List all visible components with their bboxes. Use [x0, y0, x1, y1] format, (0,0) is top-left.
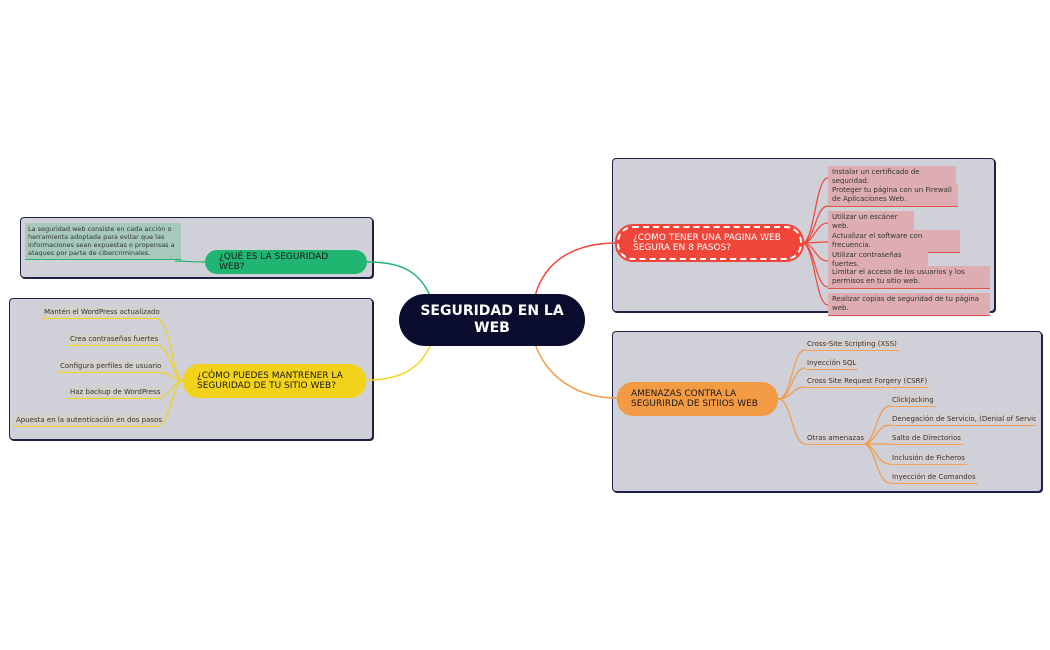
- definition-text[interactable]: La seguridad web consiste en cada acción…: [25, 223, 181, 260]
- topic-amenazas[interactable]: AMENAZAS CONTRA LA SEGURIRDA DE SITIIOS …: [617, 382, 778, 416]
- list-item[interactable]: Inyección SQL: [805, 358, 859, 370]
- list-item[interactable]: Cross Site Request Forgery (CSRF): [805, 376, 930, 388]
- topic-como-mantener[interactable]: ¿CÓMO PUEDES MANTRENER LA SEGURIDAD DE T…: [183, 364, 366, 398]
- list-item[interactable]: Configura perfiles de usuario: [58, 361, 164, 373]
- topic-como-tener[interactable]: ¿COMO TENER UNA PAGINA WEB SEGURA EN 8 P…: [615, 224, 804, 262]
- list-item[interactable]: Limitar el acceso de los usuarios y los …: [828, 266, 990, 289]
- list-item[interactable]: Apuesta en la autenticación en dos pasos: [14, 415, 162, 427]
- list-item[interactable]: Clickjacking: [890, 395, 936, 407]
- list-item[interactable]: Realizar copias de seguridad de tu págin…: [828, 293, 990, 316]
- list-item[interactable]: Cross-Site Scripting (XSS): [805, 339, 899, 351]
- list-item[interactable]: Inyección de Comandos: [890, 472, 978, 484]
- list-item[interactable]: Mantén el WordPress actualizado: [42, 307, 160, 319]
- list-item[interactable]: Haz backup de WordPress: [68, 387, 163, 399]
- topic-que-es[interactable]: ¿QUÉ ES LA SEGURIDAD WEB?: [205, 250, 367, 274]
- list-item-otras-amenazas[interactable]: Otras amenazas: [805, 433, 865, 445]
- list-item[interactable]: Salto de Directorios: [890, 433, 963, 445]
- list-item[interactable]: Inclusión de Ficheros: [890, 453, 967, 465]
- central-topic[interactable]: SEGURIDAD EN LA WEB: [399, 294, 585, 346]
- list-item[interactable]: Denegación de Servicio, (Denial of Servi…: [890, 414, 1036, 426]
- list-item[interactable]: Proteger tu página con un Firewall de Ap…: [828, 184, 958, 207]
- list-item[interactable]: Crea contraseñas fuertes: [68, 334, 161, 346]
